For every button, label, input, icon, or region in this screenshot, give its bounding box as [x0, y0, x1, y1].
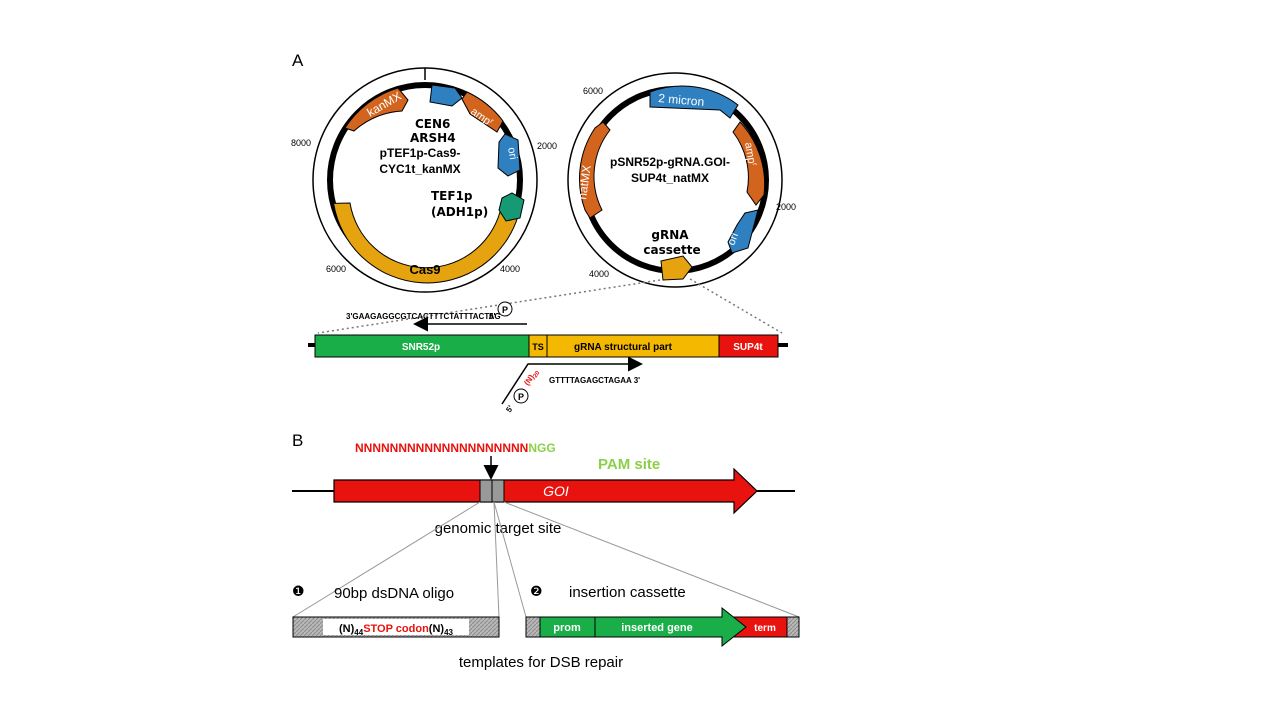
- plasmid-2-outer-ring: [567, 72, 783, 288]
- primer-bottom-arrow: [501, 356, 643, 405]
- grna-cassette-label-2: cassette: [643, 243, 700, 257]
- two-micron-feature: [649, 85, 739, 119]
- plasmid-2-tick-4000: 4000: [589, 269, 609, 279]
- plasmid-1-tick-6000: 6000: [326, 264, 346, 274]
- target-site-block-1: [479, 479, 493, 503]
- phospho-top-circle: [497, 301, 513, 317]
- ori-label-1: ori: [505, 146, 519, 160]
- inserted-gene-label: inserted gene: [621, 622, 693, 634]
- snr52p-label: SNR52p: [402, 342, 440, 353]
- phospho-bottom-label: P: [518, 392, 524, 402]
- ori-feature-1: [497, 133, 521, 177]
- plasmid-1-tick-8000: 8000: [291, 138, 311, 148]
- grna-cassette-feature: [660, 255, 693, 281]
- option-1-number: ❶: [292, 584, 305, 600]
- ampr-label-2: ampr: [742, 141, 758, 167]
- term-label: term: [754, 623, 776, 634]
- connector-oligo-right: [493, 501, 500, 618]
- target-site-block-2: [491, 479, 505, 503]
- plasmid-1-tick-2000: 2000: [537, 141, 557, 151]
- oligo-text: (N)44STOP codon(N)43: [339, 623, 454, 637]
- target-pam-seq: NGG: [528, 441, 555, 455]
- primer-bottom-sequence: GTTTTAGAGCTAGAA 3': [549, 376, 640, 385]
- goi-arrow: [333, 467, 758, 515]
- primer-bottom-start: 5': [504, 404, 515, 414]
- plasmid-2-tick-2000: 2000: [776, 202, 796, 212]
- inserted-gene-arrow: [539, 606, 747, 648]
- plasmid-1-tick-4000: 4000: [500, 264, 520, 274]
- cen6-arsh4-feature: [429, 84, 463, 107]
- plasmid-2: 2 micron natMX ampr ori gRNA cassette pS…: [567, 72, 796, 288]
- kanmx-feature: [344, 87, 409, 132]
- option-1-title: 90bp dsDNA oligo: [334, 585, 454, 602]
- genomic-target-label: genomic target site: [435, 520, 562, 537]
- connector-cassette-right: [503, 501, 800, 618]
- natmx-label: natMX: [575, 164, 594, 200]
- tef1p-feature: [498, 192, 525, 222]
- sup4t-label: SUP4t: [733, 342, 763, 353]
- tef1p-label: TEF1p: [431, 189, 473, 203]
- plasmid-2-tick-6000: 6000: [583, 86, 603, 96]
- plasmid-2-name-line1: pSNR52p-gRNA.GOI-: [610, 155, 730, 169]
- primer-top-end: 5': [489, 312, 495, 321]
- option-2-title: insertion cassette: [569, 584, 686, 601]
- ori-label-2: ori: [726, 231, 741, 247]
- ampr-feature-2: [732, 121, 766, 206]
- plasmid-1-name-line2: CYC1t_kanMX: [379, 162, 460, 176]
- goi-label: GOI: [543, 483, 569, 499]
- option-2-number: ❷: [530, 584, 543, 600]
- ampr-feature-1: [461, 91, 504, 133]
- oligo-center: [323, 619, 469, 635]
- plasmid-2-name-line2: SUP4t_natMX: [631, 171, 709, 185]
- two-micron-label: 2 micron: [658, 91, 705, 109]
- phospho-top-label: P: [502, 305, 508, 315]
- panel-b-label: B: [292, 431, 303, 450]
- target-n-seq: NNNNNNNNNNNNNNNNNNNN: [355, 441, 528, 455]
- sup4t-block: [718, 334, 779, 358]
- natmx-feature: [578, 121, 611, 219]
- arsh4-label: ARSH4: [410, 131, 456, 145]
- templates-label: templates for DSB repair: [459, 654, 623, 671]
- plasmid-1-name-line1: pTEF1p-Cas9-: [380, 146, 461, 160]
- plasmid-1-outer-ring: [312, 67, 538, 293]
- target-sequence: NNNNNNNNNNNNNNNNNNNNNGG: [355, 441, 556, 455]
- plasmid-1: Cas9 kanMX CEN6 ARSH4 ampr ori TEF1p (AD…: [291, 67, 557, 293]
- grna-structural-label: gRNA structural part: [574, 342, 673, 353]
- ori-feature-2: [727, 209, 759, 254]
- primer-top-sequence: 3'GAAGAGGCGTCACTTTCTATTTACTAG: [346, 312, 501, 321]
- zoom-line-left: [317, 279, 661, 334]
- zoom-line-right: [689, 278, 783, 334]
- phospho-bottom-circle: [513, 388, 529, 404]
- cas9-label: Cas9: [409, 262, 440, 277]
- adh1p-label: (ADH1p): [431, 205, 488, 219]
- prom-label: prom: [553, 622, 581, 634]
- connector-cassette-left: [493, 501, 527, 618]
- grna-cassette-label-1: gRNA: [651, 228, 689, 242]
- primer-bottom-n: (N)20: [522, 367, 542, 388]
- connector-oligo-left: [292, 501, 481, 618]
- cen6-label: CEN6: [415, 117, 450, 131]
- ts-label: TS: [532, 342, 544, 352]
- pam-site-label: PAM site: [598, 456, 660, 473]
- panel-a-label: A: [292, 51, 304, 70]
